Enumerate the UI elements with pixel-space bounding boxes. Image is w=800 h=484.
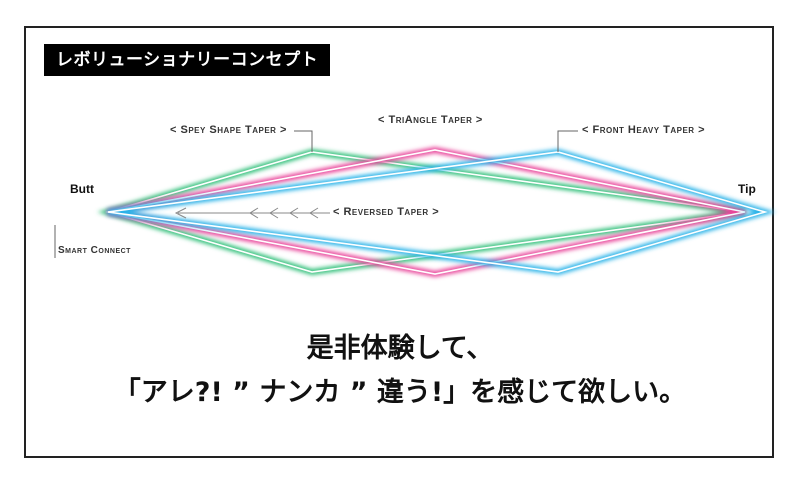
butt-label: Butt [70,182,94,196]
front-leader-line [557,130,578,152]
outer-frame [24,26,774,458]
spey-leader-line [294,130,313,152]
concept-banner: レボリューショナリーコンセプト [44,44,331,76]
spey-shape-taper-label: < Spey Shape Taper > [170,124,287,136]
message-line-2: 「アレ?! ” ナンカ ” 違う!」を感じて欲しい。 [113,377,687,408]
front-heavy-taper-label: < Front Heavy Taper > [582,124,706,136]
smart-connect-label: Smart Connect [58,245,131,256]
reversed-taper-label: < Reversed Taper > [333,206,440,218]
reversed-taper-arrow [174,207,330,219]
triangle-taper-label: < TriAngle Taper > [378,114,483,126]
tip-label: Tip [738,182,756,196]
message-line-1: 是非体験して、 [306,333,494,364]
front-heavy-taper-line [107,148,776,276]
triangle-taper-line [107,146,746,278]
